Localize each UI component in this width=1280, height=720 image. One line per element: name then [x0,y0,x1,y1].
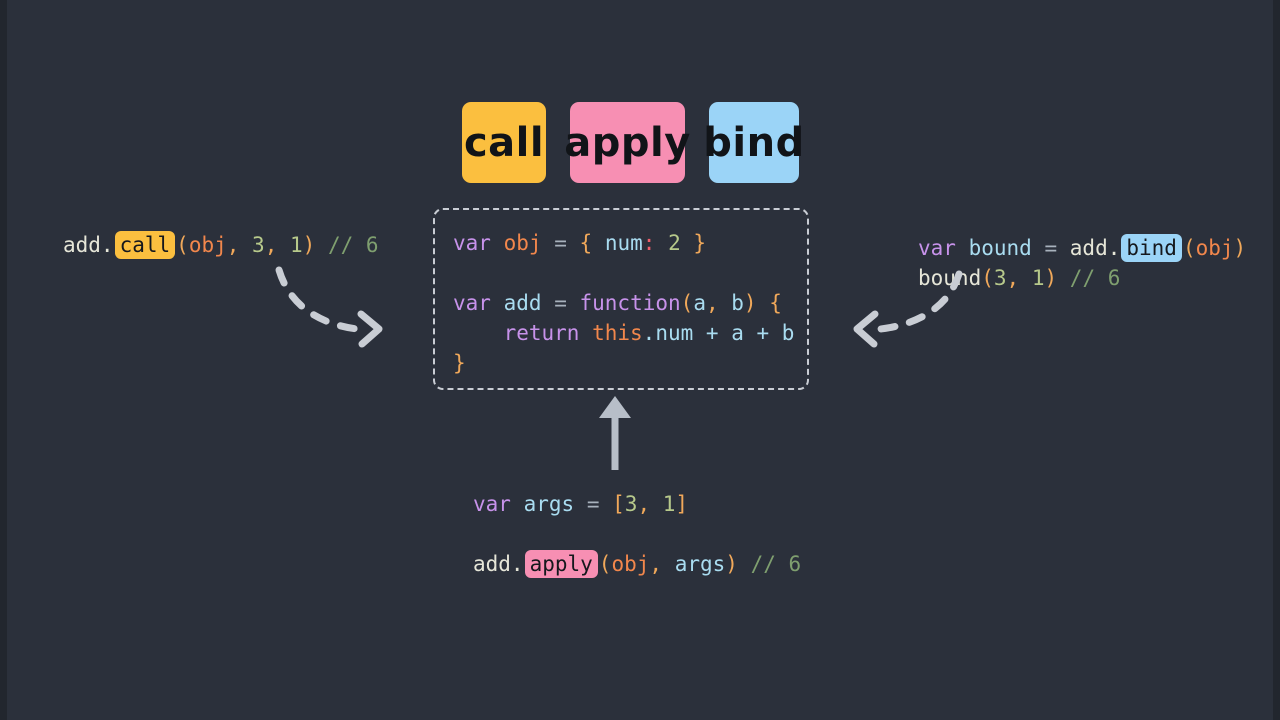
method-badge-row: call apply bind [462,102,804,183]
left-call-arg-1: 1 [290,233,303,257]
left-call-paren-close: ) [302,233,316,257]
left-call-method-chip: call [114,231,176,259]
bottom-apply-comment: // 6 [750,552,802,576]
bottom-args-bracket-close: ] [675,492,689,516]
code-l2-paren-open: ( [680,291,694,315]
bottom-apply-prefix: add. [473,552,524,576]
code-l1-name: obj [503,231,542,255]
badge-call: call [462,102,546,183]
left-call-example: add.call(obj, 3, 1) // 6 [63,230,379,260]
left-call-comma-1: , [226,233,253,257]
code-block-text: var obj = { num: 2 } var add = function(… [435,210,807,378]
code-l3-kw: return [503,321,580,345]
bottom-args-bracket-open: [ [612,492,625,516]
right-l2-arg-3: 3 [993,266,1007,290]
code-l3-dot-prop: .num [642,321,694,345]
code-l3-plus-1: + [693,321,732,345]
bottom-apply-arg-obj: obj [611,552,650,576]
code-l3-a: a [731,321,744,345]
left-call-arg-3: 3 [252,233,265,257]
badge-call-label: call [463,119,545,166]
bottom-apply-paren-open: ( [598,552,612,576]
right-l1-eq: = [1044,236,1058,260]
code-l1-colon: : [642,231,656,255]
left-call-paren-open: ( [176,233,189,257]
bottom-args-line: var args = [3, 1] [473,489,688,519]
code-l2-kw: var [453,291,491,315]
right-l1-method-chip: bind [1121,234,1182,262]
badge-bind-label: bind [703,119,805,166]
diagram-canvas: call apply bind add.call(obj, 3, 1) // 6… [7,0,1273,720]
code-l2-fn: function [579,291,681,315]
code-l4-brace-close: } [453,351,466,375]
bottom-args-val-3: 3 [624,492,638,516]
right-l1-kw: var [918,236,956,260]
right-l1-arg-obj: obj [1195,236,1234,260]
code-l3-plus-2: + [743,321,782,345]
badge-apply-label: apply [564,119,691,166]
code-l2-arg-b: b [731,291,744,315]
right-l1-prefix: add. [1069,236,1121,260]
right-l2-paren-close: ) [1044,266,1058,290]
bottom-args-comma: , [637,492,663,516]
right-l1-paren-open: ( [1182,236,1196,260]
bottom-args-eq: = [586,492,600,516]
bottom-apply-method-chip: apply [524,550,598,578]
bottom-args-val-1: 1 [662,492,676,516]
code-l2-brace-open: { [769,291,782,315]
right-l2-comment: // 6 [1069,266,1121,290]
right-l2-paren-open: ( [981,266,994,290]
right-l2-arg-1: 1 [1031,266,1045,290]
code-l1-prop: num [604,231,643,255]
bottom-apply-arg-args: args [674,552,726,576]
code-block: var obj = { num: 2 } var add = function(… [433,208,809,390]
code-l1-eq: = [554,231,567,255]
right-bind-example: var bound = add.bind(obj) bound(3, 1) //… [918,233,1246,293]
code-l3-b: b [781,321,795,345]
right-l1-name: bound [968,236,1032,260]
code-l1-brace-open: { [579,231,593,255]
code-l1-kw: var [453,231,491,255]
right-l2-name: bound [918,266,982,290]
bottom-args-name: args [523,492,575,516]
code-l2-eq: = [554,291,567,315]
badge-bind: bind [703,102,804,183]
code-l2-paren-close: ) [743,291,757,315]
bottom-apply-paren-close: ) [725,552,738,576]
left-call-comment: // 6 [327,233,379,257]
right-l2-comma: , [1006,266,1032,290]
badge-apply: apply [564,102,690,183]
left-call-arg-obj: obj [188,233,227,257]
left-call-prefix: add. [63,233,114,257]
arrow-left-call-to-code [275,266,383,348]
code-l2-comma: , [705,291,732,315]
code-l2-name: add [503,291,542,315]
code-l1-brace-close: } [693,231,707,255]
arrow-right-bind-to-code [853,270,963,348]
left-call-comma-2: , [264,233,290,257]
code-l1-value: 2 [668,231,681,255]
bottom-args-kw: var [473,492,511,516]
bottom-apply-comma: , [649,552,675,576]
code-l3-this: this [592,321,643,345]
arrow-up-apply-to-code [599,396,631,470]
bottom-apply-line: add.apply(obj, args) // 6 [473,549,801,579]
right-l1-paren-close: ) [1233,236,1247,260]
code-l2-arg-a: a [693,291,706,315]
